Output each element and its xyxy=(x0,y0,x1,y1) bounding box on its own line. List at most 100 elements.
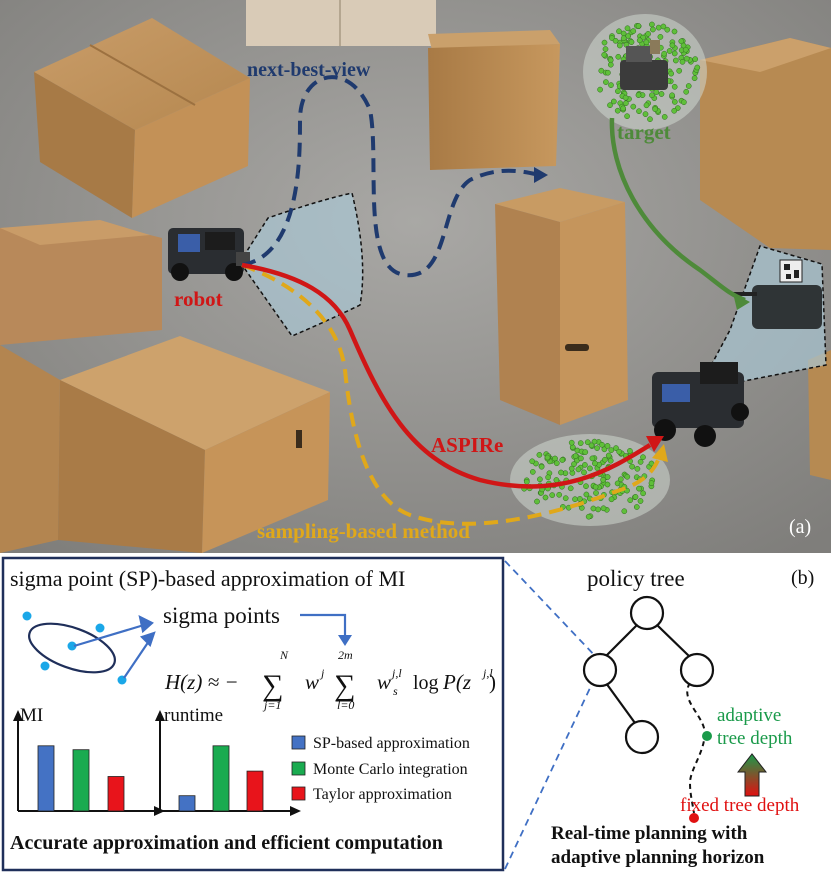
tree-node-left-child xyxy=(624,719,660,755)
particle xyxy=(544,454,551,461)
particle xyxy=(545,474,551,481)
particle xyxy=(523,478,530,485)
fixed-depth-marker xyxy=(689,813,699,823)
particle xyxy=(582,449,589,455)
particle xyxy=(607,457,614,464)
particle xyxy=(590,505,597,512)
particle xyxy=(583,483,589,490)
sum1-upper: N xyxy=(279,648,289,662)
particle xyxy=(556,491,563,498)
particle xyxy=(671,83,678,90)
particle xyxy=(589,455,596,462)
particle xyxy=(602,46,609,52)
target-robot-right xyxy=(733,259,822,329)
particle xyxy=(594,445,600,451)
particle xyxy=(650,26,656,33)
box-center xyxy=(495,188,628,425)
particle xyxy=(671,99,678,105)
particle xyxy=(625,33,632,39)
target-path xyxy=(609,117,746,303)
particle xyxy=(587,465,593,472)
y-axis-label: MI xyxy=(20,705,43,726)
bar-3 xyxy=(107,776,125,812)
particle xyxy=(552,455,558,462)
box-bottom-left xyxy=(0,220,330,553)
particle xyxy=(635,23,642,29)
particle xyxy=(608,447,615,453)
particle xyxy=(568,439,575,446)
particle xyxy=(647,116,653,123)
particle xyxy=(657,34,664,40)
particle xyxy=(614,107,621,114)
formula-p-sup: j,l xyxy=(481,666,493,680)
particle xyxy=(671,28,678,35)
entropy-formula: H(z) ≈ − ∑ N j=1 w j ∑ 2m l=0 w s j,l lo… xyxy=(164,648,496,712)
bar-1 xyxy=(178,795,196,812)
aspire-arrowhead xyxy=(646,436,664,452)
particle xyxy=(582,462,588,468)
particle xyxy=(617,476,624,483)
particle xyxy=(615,53,622,60)
particle xyxy=(669,42,676,49)
next-best-view-label: next-best-view xyxy=(247,59,371,81)
particle xyxy=(620,30,627,37)
particle xyxy=(621,508,628,515)
sum-symbol-2: ∑ xyxy=(334,669,355,702)
particle xyxy=(571,461,577,467)
sigma-arrows xyxy=(73,614,156,679)
particle xyxy=(592,484,599,490)
particle xyxy=(597,86,603,93)
y-axis-label: runtime xyxy=(164,705,223,726)
panel-b: sigma point (SP)-based approximation of … xyxy=(1,556,814,872)
right-caption-line2: adaptive planning horizon xyxy=(551,847,765,868)
particle xyxy=(616,42,623,49)
depth-gradient-arrow xyxy=(736,753,768,797)
particle xyxy=(593,490,599,496)
particle xyxy=(630,103,637,110)
particle xyxy=(691,75,698,82)
sampling-based-arrowhead xyxy=(652,444,668,462)
particle xyxy=(581,469,587,476)
tree-node-right xyxy=(679,652,715,688)
bar-1 xyxy=(37,745,55,812)
box-top-right xyxy=(700,38,831,250)
next-best-view-path xyxy=(241,75,541,278)
particle xyxy=(643,39,650,46)
formula-w: w xyxy=(305,670,319,694)
particle xyxy=(577,440,584,446)
particle xyxy=(679,58,686,65)
particle xyxy=(643,102,650,109)
particle xyxy=(668,70,675,77)
formula-ws-sup: j,l xyxy=(390,666,402,680)
mi-box-caption: Accurate approximation and efficient com… xyxy=(10,832,443,854)
legend-swatch-sp xyxy=(291,735,306,750)
particle xyxy=(661,114,668,120)
particle xyxy=(608,496,615,503)
cabinet xyxy=(246,0,436,46)
particle xyxy=(635,92,642,98)
particle xyxy=(627,448,633,454)
particle xyxy=(694,64,701,71)
y-axis-arrowhead xyxy=(155,710,165,721)
particle xyxy=(534,498,540,505)
bar-3 xyxy=(246,770,264,812)
particle xyxy=(661,50,668,57)
aspire-path xyxy=(241,262,652,489)
particle xyxy=(616,448,623,455)
particle xyxy=(666,48,673,54)
particle xyxy=(645,31,651,37)
particle xyxy=(615,88,621,95)
particle xyxy=(671,50,678,57)
right-caption-line1: Real-time planning with xyxy=(551,823,748,844)
particle xyxy=(640,490,646,497)
particle xyxy=(588,442,595,449)
particle xyxy=(636,485,642,492)
panel-b-tag: (b) xyxy=(791,567,814,589)
next-best-view-arrowhead xyxy=(534,167,548,183)
particle xyxy=(553,477,560,483)
bar-2 xyxy=(212,745,230,812)
formula-log: log xyxy=(413,672,439,694)
sigma-point-dots xyxy=(22,611,127,685)
particle xyxy=(637,498,644,504)
particle xyxy=(549,492,556,498)
